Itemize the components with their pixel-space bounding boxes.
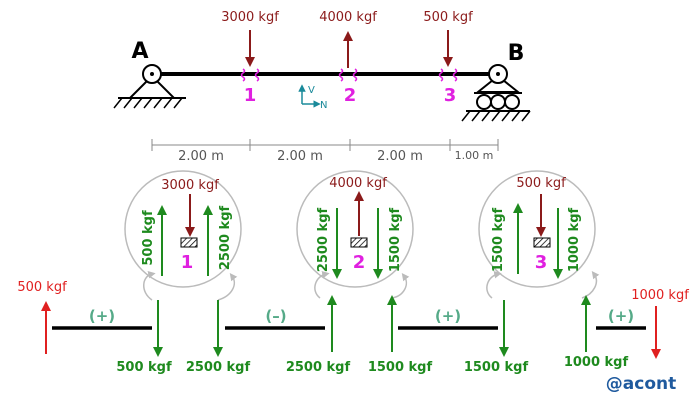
segment-2-left-label: 2500 kgf [186,360,251,375]
segment-1-right-label: 500 kgf [116,360,172,375]
section-1-detail [124,170,242,288]
span-2-label: 2.00 m [277,149,323,164]
segment-3-sign: (+) [435,307,461,325]
detail-1-element [180,237,198,248]
detail-circle [124,170,242,288]
support-b-roller [461,64,531,122]
detail-2-right-label: 1500 kgf [388,208,403,273]
section-3-detail [478,170,596,288]
section-1-label: 1 [244,85,257,106]
span-4-label: 1.00 m [455,149,494,162]
section-2-label: 2 [344,85,357,106]
detail-1-section: 1 [181,252,194,273]
segment-2-right-label: 2500 kgf [286,360,351,375]
span-1-label: 2.00 m [178,149,224,164]
detail-3-element [533,237,551,248]
segment-4-sign: (+) [608,307,634,325]
load-1-label: 3000 kgf [221,10,279,25]
detail-2-load-label: 4000 kgf [329,176,387,191]
axis-v-label: V [308,85,315,96]
section-3-label: 3 [444,85,457,106]
section-2-detail [296,170,414,288]
support-a-pin [113,64,186,109]
dimension-line [151,139,499,151]
detail-3-section: 3 [535,252,548,273]
detail-2-left-label: 2500 kgf [316,208,331,273]
segment-3-left-label: 1500 kgf [368,360,433,375]
detail-1-right-label: 2500 kgf [218,206,233,271]
axis-n-label: N [320,100,327,111]
detail-2-element [350,237,368,248]
detail-1-left-label: 500 kgf [141,210,156,266]
detail-circle [478,170,596,288]
detail-3-right-label: 1000 kgf [567,208,582,273]
support-a-label: A [131,39,148,64]
reaction-b-label: 1000 kgf [631,288,689,303]
watermark: @acont [606,374,676,394]
load-2-label: 4000 kgf [319,10,377,25]
detail-2-section: 2 [353,252,366,273]
axis-indicator [298,84,321,108]
beam: A B 3000 kgf [113,10,531,122]
detail-3-load-label: 500 kgf [516,176,566,191]
segment-1-sign: (+) [89,307,115,325]
span-3-label: 2.00 m [377,149,423,164]
segment-2-sign: (–) [265,307,286,325]
load-3-label: 500 kgf [423,10,473,25]
reaction-a-label: 500 kgf [17,280,67,295]
detail-1-load-label: 3000 kgf [161,178,219,193]
segment-4-left-label: 1000 kgf [564,355,629,370]
detail-circle [296,170,414,288]
segment-3-right-label: 1500 kgf [464,360,529,375]
support-b-label: B [508,41,525,66]
section-cut-marks [240,68,458,82]
detail-3-left-label: 1500 kgf [491,208,506,273]
